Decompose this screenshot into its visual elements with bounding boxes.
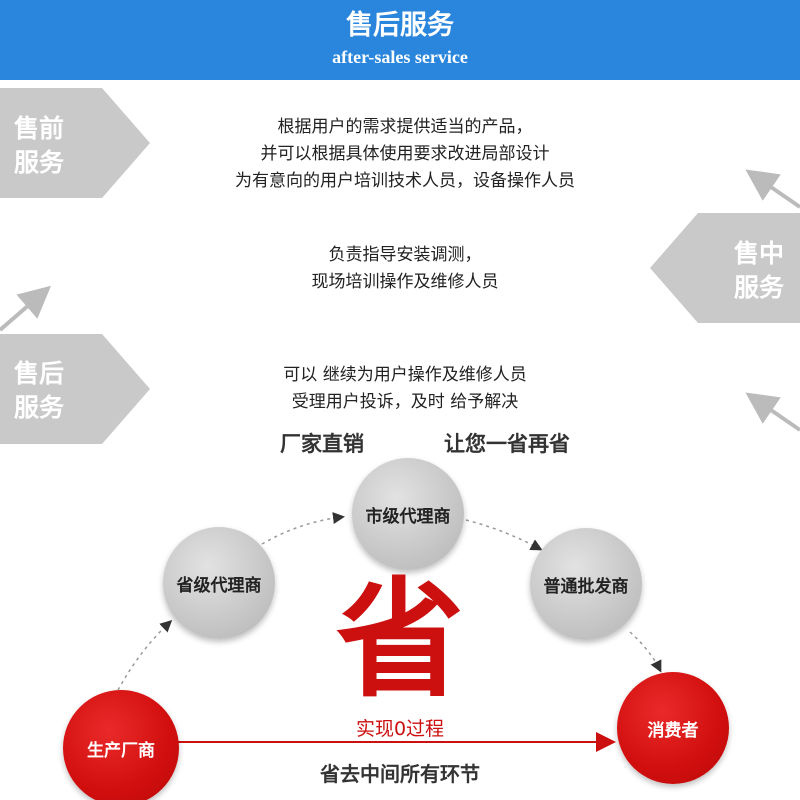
node-provincial-agent: 省级代理商 — [163, 527, 275, 639]
after-sales-description: 可以 继续为用户操作及维修人员 受理用户投诉，及时 给予解决 — [283, 365, 527, 412]
node-wholesaler: 普通批发商 — [530, 528, 642, 640]
in-sales-label: 售中服务 — [734, 239, 785, 302]
header-banner: 售后服务 after-sales service — [0, 0, 800, 80]
flow-arrow — [261, 512, 345, 545]
page-title: 售后服务 — [346, 10, 454, 41]
arrow-icon — [745, 392, 800, 432]
pre-sales-label: 售前服务 — [14, 114, 65, 177]
flow-arrow — [465, 519, 543, 551]
node-city-agent: 市级代理商 — [352, 458, 464, 570]
slogan-direct-sale: 厂家直销 — [280, 431, 364, 456]
slogan-save-more: 让您一省再省 — [444, 431, 570, 456]
node-consumer: 消费者 — [617, 672, 729, 784]
zero-process-label: 实现0过程 — [355, 718, 445, 740]
flow-arrow — [629, 631, 662, 673]
node-manufacturer: 生产厂商 — [63, 690, 179, 800]
save-big-character: 省 — [335, 565, 464, 715]
pre-sales-description: 根据用户的需求提供适当的产品， 并可以根据具体使用要求改进局部设计 为有意向的用… — [235, 117, 575, 191]
footer-slogan: 省去中间所有环节 — [320, 762, 480, 786]
in-sales-description: 负责指导安装调测， 现场培训操作及维修人员 — [311, 245, 499, 292]
flow-arrow — [117, 619, 173, 691]
arrow-icon — [0, 285, 52, 332]
after-sales-label: 售后服务 — [14, 359, 65, 422]
arrow-icon — [745, 169, 800, 209]
page-subtitle: after-sales service — [332, 47, 468, 67]
